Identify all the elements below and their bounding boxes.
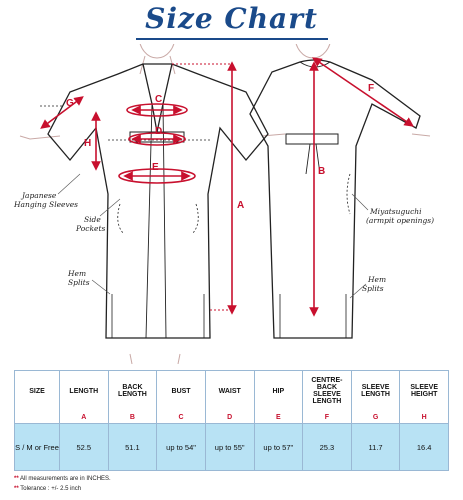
arrow-g xyxy=(40,96,84,129)
kimono-diagram: G H C D E A Japanese Hanging Sleeves Sid… xyxy=(13,44,434,364)
table-header-row: SIZE LENGTH BACK LENGTH BUST WAIST HIP C… xyxy=(14,370,449,411)
letter-g: G xyxy=(350,411,401,424)
table-letter-row: A B C D E F G H xyxy=(14,411,449,424)
footnote-units-text: All measurements are in INCHES. xyxy=(20,476,111,482)
footnote-units: ** All measurements are in INCHES. xyxy=(14,476,111,482)
letter-d: D xyxy=(204,411,255,424)
note-miyatsuguchi-line1: Miyatsuguchi xyxy=(369,207,422,216)
size-table: SIZE LENGTH BACK LENGTH BUST WAIST HIP C… xyxy=(14,370,449,471)
note-miyatsuguchi-line2: (armpit openings) xyxy=(366,216,434,225)
back-figure xyxy=(295,44,431,137)
label-g: G xyxy=(66,98,74,109)
cell-sleeve-length: 11.7 xyxy=(350,423,401,471)
cell-hip: up to 57" xyxy=(253,423,304,471)
letter-h: H xyxy=(399,411,449,424)
header-back-length: BACK LENGTH xyxy=(107,370,158,411)
title-underline xyxy=(136,38,328,40)
header-bust: BUST xyxy=(156,370,206,411)
letter-size xyxy=(14,411,60,424)
arrow-d-ellipse xyxy=(128,132,186,146)
label-h: H xyxy=(84,138,91,149)
note-hanging-line2: Hanging Sleeves xyxy=(13,200,78,209)
note-hanging-line1: Japanese xyxy=(20,191,57,200)
footnote-tolerance-text: Tolerance : +/- 2.5 inch xyxy=(20,486,82,492)
note-pockets-line2: Pockets xyxy=(75,224,105,233)
note-hem-back-line1: Hem xyxy=(367,275,386,284)
page-title: Size Chart xyxy=(145,2,318,35)
cell-back-length: 51.1 xyxy=(107,423,158,471)
label-d: D xyxy=(155,126,162,137)
label-b: B xyxy=(318,166,325,177)
header-sleeve-length: SLEEVE LENGTH xyxy=(350,370,401,411)
arrow-f xyxy=(312,57,414,127)
arrow-e-ellipse xyxy=(118,168,196,184)
cell-length: 52.5 xyxy=(59,423,109,471)
header-waist: WAIST xyxy=(204,370,255,411)
note-hem-front-line2: Splits xyxy=(68,278,90,287)
letter-f: F xyxy=(302,411,352,424)
cell-sleeve-height: 16.4 xyxy=(399,423,449,471)
letter-b: B xyxy=(107,411,158,424)
label-f: F xyxy=(368,83,374,94)
letter-c: C xyxy=(156,411,206,424)
letter-a: A xyxy=(59,411,109,424)
footnote-tolerance: ** Tolerance : +/- 2.5 inch xyxy=(14,486,82,492)
front-head xyxy=(139,44,175,59)
note-hem-back-line2: Splits xyxy=(362,284,384,293)
label-c: C xyxy=(155,94,162,105)
note-pockets-line1: Side xyxy=(84,215,101,224)
label-a: A xyxy=(237,200,244,211)
front-arrows xyxy=(40,61,237,315)
cell-size: S / M or Free xyxy=(14,423,60,471)
header-centre-back-sleeve: CENTRE-BACK SLEEVE LENGTH xyxy=(302,370,352,411)
table-row: S / M or Free 52.5 51.1 up to 54" up to … xyxy=(14,423,449,471)
header-sleeve-height: SLEEVE HEIGHT xyxy=(399,370,449,411)
cell-bust: up to 54" xyxy=(156,423,206,471)
arrow-c-ellipse xyxy=(126,103,188,117)
header-length: LENGTH xyxy=(59,370,109,411)
cell-centre-back-sleeve: 25.3 xyxy=(302,423,352,471)
header-hip: HIP xyxy=(253,370,304,411)
cell-waist: up to 55" xyxy=(204,423,255,471)
note-hem-front-line1: Hem xyxy=(67,269,86,278)
header-size: SIZE xyxy=(14,370,60,411)
back-head xyxy=(295,44,331,59)
label-e: E xyxy=(152,162,159,173)
letter-e: E xyxy=(253,411,304,424)
back-arrows xyxy=(309,57,414,317)
back-kimono xyxy=(249,59,421,339)
